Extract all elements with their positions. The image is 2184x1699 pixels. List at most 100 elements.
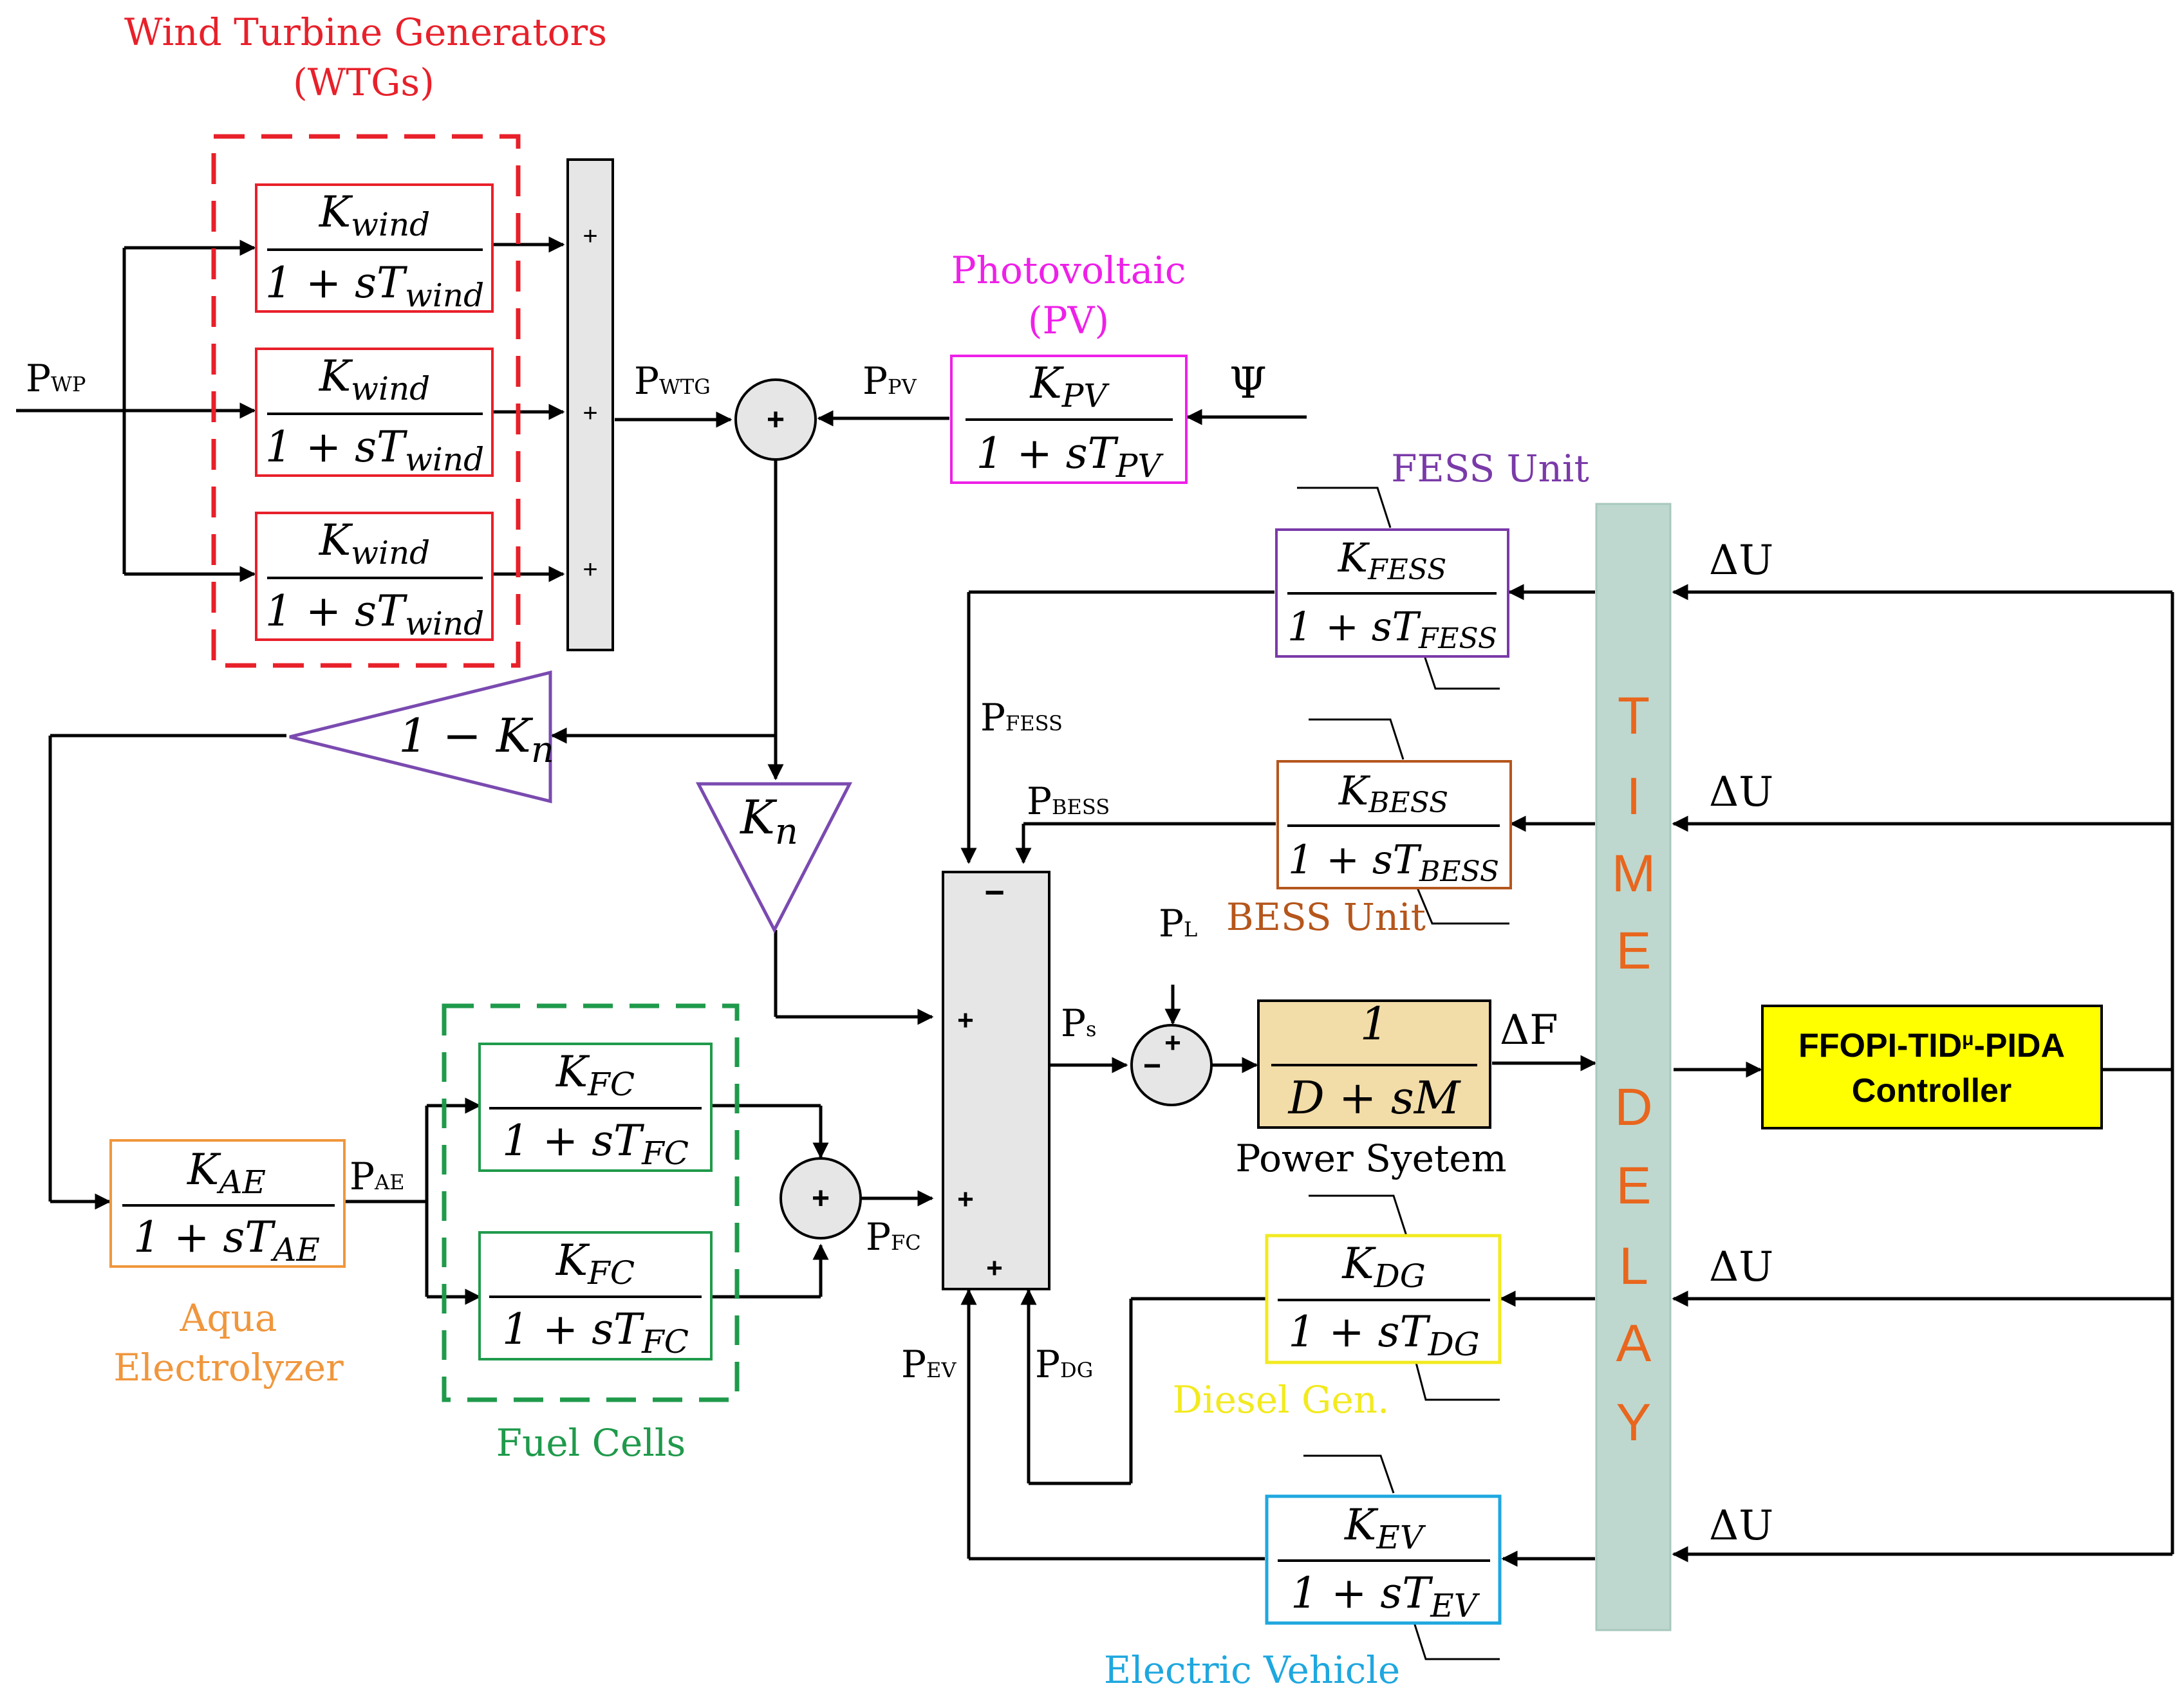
pae-sub: AE xyxy=(374,1170,404,1194)
fc-block-2[interactable]: KFC 1 + sTFC xyxy=(478,1231,713,1360)
pdg-sub: DG xyxy=(1060,1358,1093,1382)
svg-text:1 + sTEV: 1 + sTEV xyxy=(1291,1568,1480,1624)
td-letter-2: I xyxy=(1627,767,1641,826)
delta-f-label: ΔF xyxy=(1500,1007,1558,1054)
psi-label: Ψ xyxy=(1229,358,1267,408)
svg-text:1 + sTPV: 1 + sTPV xyxy=(976,429,1164,485)
fess-den: 1 + sT xyxy=(1287,603,1422,650)
wtg-sum-sign-3: + xyxy=(583,555,597,584)
svg-text:KPV: KPV xyxy=(1029,358,1110,414)
delta-u-bess: ΔU xyxy=(1709,768,1773,816)
td-letter-1: T xyxy=(1618,687,1650,745)
fess-block[interactable]: KFESS 1 + sTFESS xyxy=(1275,528,1509,658)
wtg-group: Wind Turbine Generators (WTGs) Kwind 1 +… xyxy=(124,10,607,668)
fc-dashed-frame xyxy=(442,1003,740,1402)
ev-t-sub: EV xyxy=(1430,1587,1480,1624)
ppv-label: PPV xyxy=(863,359,917,403)
diesel-title: Diesel Gen. xyxy=(1173,1378,1390,1422)
fc-summer[interactable]: + xyxy=(779,1157,862,1239)
dg-den: 1 + sT xyxy=(1288,1307,1431,1357)
gain-1-minus-kn[interactable]: 1 − Kn xyxy=(289,670,554,804)
ps-label: Ps xyxy=(1061,1001,1096,1045)
pdg-label: PDG xyxy=(1035,1342,1093,1386)
dg-block[interactable]: KDG 1 + sTDG xyxy=(1265,1234,1502,1364)
wires xyxy=(16,236,2174,1567)
wind-1-t-sub: wind xyxy=(405,277,484,314)
svg-text:KEV: KEV xyxy=(1344,1500,1426,1556)
svg-text:KAE: KAE xyxy=(187,1145,266,1201)
ae-title: Aqua xyxy=(180,1296,277,1340)
gain-1-minus-kn-text: 1 − K xyxy=(398,709,534,763)
pv-title-abbr: (PV) xyxy=(1028,299,1109,342)
time-delay-block[interactable]: T I M E D E L A Y xyxy=(1595,503,1672,1631)
ae-den: 1 + sT xyxy=(133,1212,276,1262)
wind-block-3[interactable]: Kwind 1 + sTwind xyxy=(255,512,494,642)
wind-3-k: K xyxy=(319,515,353,565)
svg-text:1 + sTFC: 1 + sTFC xyxy=(502,1116,689,1172)
ev-k-sub: EV xyxy=(1376,1519,1426,1556)
pfess-label: PFESS xyxy=(980,696,1063,739)
bess-title: BESS Unit xyxy=(1226,895,1426,939)
wind-1-den: 1 + sT xyxy=(265,258,408,308)
wind-2-k-sub: wind xyxy=(351,370,430,407)
delta-u-fess: ΔU xyxy=(1709,537,1773,584)
bess-block[interactable]: KBESS 1 + sTBESS xyxy=(1276,760,1512,889)
wind-block-1[interactable]: Kwind 1 + sTwind xyxy=(255,183,494,314)
ev-block[interactable]: KEV 1 + sTEV xyxy=(1265,1494,1502,1625)
main-sum-sign-plus-1: + xyxy=(957,1005,974,1036)
svg-text:1 + sTwind: 1 + sTwind xyxy=(265,258,484,314)
svg-text:FFOPI-TIDμ-PIDA: FFOPI-TIDμ-PIDA xyxy=(1798,1027,2065,1064)
pae-label: PAE xyxy=(350,1155,405,1198)
controller-block[interactable]: FFOPI-TIDμ-PIDA Controller xyxy=(1761,1005,2103,1129)
wtg-summing-bar[interactable]: + + + xyxy=(566,158,614,651)
svg-text:Kwind: Kwind xyxy=(319,351,430,407)
pv-t-sub: PV xyxy=(1115,447,1164,485)
pev-label: PEV xyxy=(901,1342,957,1386)
pfc-label: PFC xyxy=(866,1215,921,1259)
svg-text:KFESS: KFESS xyxy=(1338,534,1447,586)
svg-text:1 + sTAE: 1 + sTAE xyxy=(133,1212,320,1268)
wind-3-den: 1 + sT xyxy=(265,586,408,636)
wtg-pv-summer-sign: + xyxy=(767,403,785,437)
svg-text:1 + sTFESS: 1 + sTFESS xyxy=(1287,603,1497,655)
power-summer-minus: − xyxy=(1143,1049,1161,1083)
fc-block-1[interactable]: KFC 1 + sTFC xyxy=(478,1043,713,1172)
svg-text:1 + sTDG: 1 + sTDG xyxy=(1288,1307,1479,1363)
ppv-sub: PV xyxy=(888,375,917,399)
pv-block[interactable]: KPV 1 + sTPV xyxy=(950,355,1188,485)
td-letter-8: L xyxy=(1619,1237,1648,1295)
svg-text:Kwind: Kwind xyxy=(319,515,430,571)
fuel-cells-group: KFC 1 + sTFC KFC 1 + sTFC Fuel Cells xyxy=(442,1003,740,1465)
td-letter-3: M xyxy=(1612,844,1656,903)
main-summing-bar[interactable]: − + + + xyxy=(942,871,1050,1290)
ev-title: Electric Vehicle xyxy=(1104,1648,1400,1692)
wind-2-den: 1 + sT xyxy=(265,422,408,472)
td-letter-10: Y xyxy=(1616,1393,1652,1452)
pv-den: 1 + sT xyxy=(976,429,1119,478)
wtg-sum-sign-1: + xyxy=(583,222,597,250)
power-system-block[interactable]: 1 D + sM xyxy=(1257,998,1491,1129)
svg-text:KBESS: KBESS xyxy=(1338,767,1448,819)
bess-t-sub: BESS xyxy=(1419,855,1499,888)
pwtg-sub: WTG xyxy=(659,375,711,399)
wtg-sum-sign-2: + xyxy=(583,399,597,427)
wtg-pv-summer[interactable]: + xyxy=(734,378,817,461)
svg-text:1 + sTBESS: 1 + sTBESS xyxy=(1288,836,1499,888)
pbess-sub: BESS xyxy=(1052,795,1110,819)
ae-k: K xyxy=(187,1145,221,1194)
pv-k: K xyxy=(1029,358,1064,408)
ae-block[interactable]: KAE 1 + sTAE xyxy=(109,1139,346,1268)
gain-kn-k: K xyxy=(739,790,778,844)
ps-sub: s xyxy=(1086,1017,1096,1041)
delta-u-ev: ΔU xyxy=(1709,1502,1773,1550)
pv-k-sub: PV xyxy=(1061,377,1110,414)
wind-1-k: K xyxy=(319,187,353,237)
power-summer[interactable]: + − xyxy=(1130,1024,1213,1106)
wtg-title: Wind Turbine Generators xyxy=(124,10,607,54)
wind-block-2[interactable]: Kwind 1 + sTwind xyxy=(255,348,494,478)
ae-title-2: Electrolyzer xyxy=(113,1346,344,1389)
wind-2-t-sub: wind xyxy=(405,441,484,478)
gain-kn[interactable]: Kn xyxy=(695,782,853,934)
td-letter-9: A xyxy=(1616,1314,1652,1373)
